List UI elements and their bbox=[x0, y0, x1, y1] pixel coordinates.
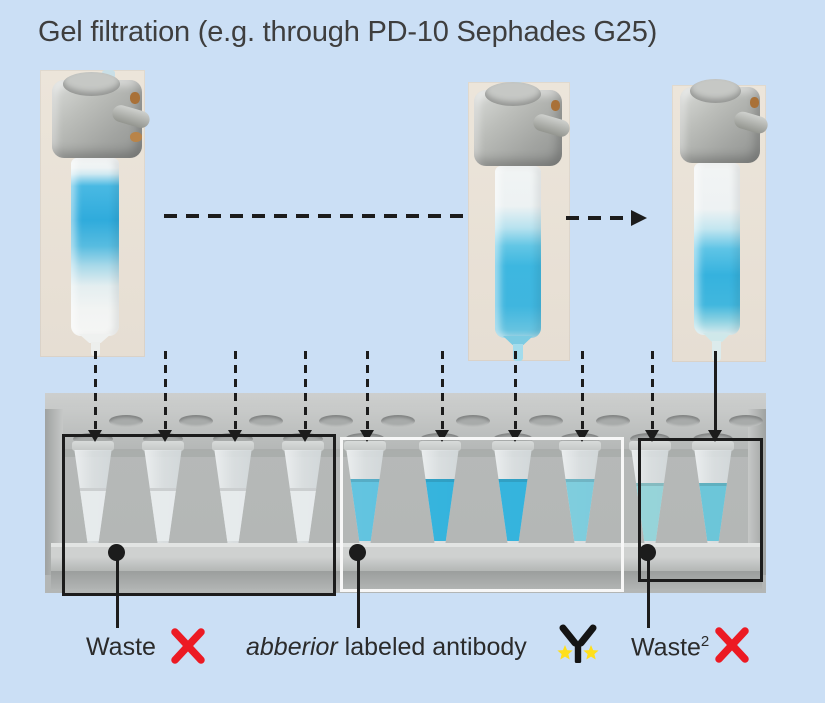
fraction-arrow-dashed bbox=[581, 351, 584, 431]
yellow-star-left bbox=[557, 645, 573, 660]
antibody-outline-box bbox=[340, 437, 624, 592]
column-outlet-tip bbox=[513, 344, 523, 361]
rack-hole bbox=[249, 415, 283, 427]
column-bed-bottom-band bbox=[694, 163, 740, 335]
tube-rim bbox=[142, 441, 184, 451]
red-x-icon bbox=[715, 627, 749, 663]
tube-rim bbox=[212, 441, 254, 451]
column-outlet-tip bbox=[91, 342, 100, 356]
waste2-label: Waste2 bbox=[631, 633, 710, 662]
fraction-arrow-dashed bbox=[514, 351, 517, 431]
clamp-rust-spot bbox=[551, 100, 560, 111]
antibody-callout-line bbox=[357, 552, 360, 628]
fraction-arrow-dashed bbox=[441, 351, 444, 431]
waste-callout-line bbox=[116, 552, 119, 628]
fraction-arrow-dashed bbox=[651, 351, 654, 431]
waste-label: Waste bbox=[86, 633, 156, 661]
rack-hole bbox=[666, 415, 700, 427]
column-photo-start bbox=[40, 70, 145, 357]
tube-rim bbox=[282, 441, 324, 451]
fraction-arrow-dashed bbox=[94, 351, 97, 431]
column-clamp bbox=[680, 79, 760, 163]
rack-hole bbox=[529, 415, 563, 427]
column-shoulder bbox=[79, 334, 111, 343]
progress-dashed-arrow bbox=[566, 216, 632, 220]
tube-rim bbox=[419, 441, 461, 451]
rack-hole bbox=[596, 415, 630, 427]
column-bed-top-band bbox=[71, 158, 119, 336]
column-bed-middle-band bbox=[495, 166, 541, 338]
antibody-rest-text: labeled antibody bbox=[337, 633, 527, 661]
tube-rim bbox=[72, 441, 114, 451]
tube-rim bbox=[344, 441, 386, 451]
column-shoulder bbox=[503, 336, 533, 345]
clamp-rust-spot bbox=[130, 132, 142, 142]
column-clamp bbox=[52, 72, 142, 158]
tube-rim bbox=[559, 441, 601, 451]
rack-hole bbox=[109, 415, 143, 427]
column-shoulder bbox=[703, 333, 731, 342]
rack-hole bbox=[729, 415, 763, 427]
tube-rim bbox=[492, 441, 534, 451]
fraction-arrow-solid bbox=[714, 351, 717, 431]
rack-hole bbox=[456, 415, 490, 427]
antibody-brand-text: abberior bbox=[246, 633, 338, 661]
clamp-rust-spot bbox=[750, 97, 759, 108]
rack-rail-left bbox=[45, 409, 63, 575]
waste2-outline-box bbox=[638, 438, 763, 582]
waste2-superscript: 2 bbox=[700, 633, 710, 650]
waste-outline-box bbox=[62, 434, 336, 596]
yellow-star-right bbox=[583, 645, 599, 660]
antibody-y-icon bbox=[557, 624, 599, 663]
red-x-icon bbox=[171, 628, 205, 664]
rack-bottom-shadow bbox=[51, 571, 762, 589]
rack-hole bbox=[319, 415, 353, 427]
fraction-arrow-dashed bbox=[234, 351, 237, 431]
progress-dashed-line bbox=[164, 214, 465, 218]
waste2-callout-line bbox=[647, 552, 650, 628]
clamp-rust-spot bbox=[130, 92, 140, 104]
tube-rim bbox=[629, 441, 671, 451]
rack-plate-edge bbox=[55, 449, 758, 457]
figure-title: Gel filtration (e.g. through PD-10 Sepha… bbox=[38, 16, 658, 48]
fraction-arrow-dashed bbox=[164, 351, 167, 431]
column-clamp bbox=[474, 82, 562, 166]
arrow-head-icon bbox=[631, 210, 647, 226]
column-photo-end bbox=[672, 79, 766, 362]
column-photo-middle bbox=[468, 82, 570, 361]
rack-hole bbox=[179, 415, 213, 427]
fraction-arrow-dashed bbox=[304, 351, 307, 431]
antibody-label: abberior labeled antibody bbox=[246, 633, 527, 662]
tube-rim bbox=[692, 441, 734, 451]
fraction-arrow-dashed bbox=[366, 351, 369, 431]
rack-hole bbox=[381, 415, 415, 427]
